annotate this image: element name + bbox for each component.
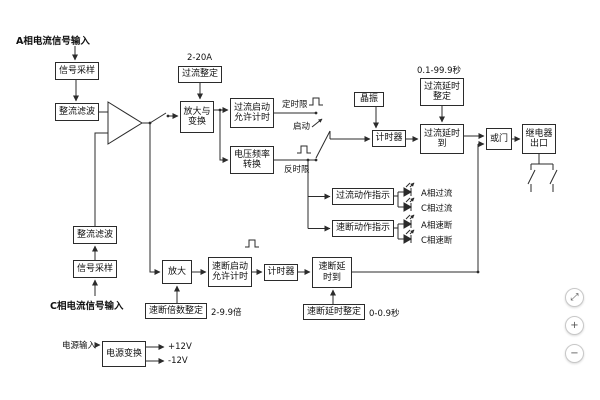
label-qb-delay-range: 0-0.9秒	[369, 309, 400, 319]
expand-icon: ⤢	[570, 292, 579, 303]
floating-zoom-out-button[interactable]: −	[565, 344, 584, 363]
box-relay-outlet: 继电器出口	[522, 124, 556, 154]
zoom-in-icon: +	[570, 320, 579, 331]
label-input-c: C相电流信号输入	[50, 301, 124, 312]
comparator-icon	[107, 101, 143, 145]
box-oc-start-timing: 过流启动允许计时	[230, 98, 274, 128]
led-icon-c-overcurrent	[403, 198, 414, 212]
box-qb-multiple-setting: 速断倍数整定	[145, 303, 207, 319]
led-icon-a-quickbreak	[403, 215, 414, 229]
label-oc-delay-range: 0.1-99.9秒	[417, 66, 462, 76]
led-icon-a-overcurrent	[403, 183, 414, 197]
box-amplifier: 放大	[162, 260, 192, 284]
box-amp-transform: 放大与变换	[180, 101, 214, 133]
led-label-c-quickbreak: C相速断	[421, 236, 453, 246]
label-start: 启动	[293, 122, 311, 132]
box-or-gate: 或门	[486, 128, 512, 150]
label-definite-time: 定时限	[282, 100, 308, 110]
box-timer-overcurrent: 计时器	[372, 130, 406, 147]
pulse-icon-quickbreak	[245, 239, 259, 248]
pulse-icon-inverse	[297, 145, 311, 154]
led-icons	[403, 183, 414, 244]
start-arrow-icon	[311, 118, 323, 128]
box-oc-action-indicator: 过流动作指示	[332, 188, 394, 205]
box-oc-delay-reached: 过流延时到	[420, 124, 464, 154]
led-label-a-quickbreak: A相速断	[421, 221, 453, 231]
led-label-a-overcurrent: A相过流	[421, 189, 453, 199]
label-v-minus: -12V	[168, 356, 188, 366]
label-input-a: A相电流信号输入	[16, 36, 90, 47]
box-qb-delay-reached: 速断延时到	[312, 257, 352, 288]
box-rect-filter-c: 整流滤波	[73, 226, 117, 244]
label-inverse-time: 反时限	[284, 165, 310, 175]
label-power-input: 电源输入	[62, 341, 97, 351]
box-power-convert: 电源变换	[102, 341, 146, 367]
box-vf-convert: 电压频率转换	[230, 146, 274, 174]
pulse-icon-definite	[309, 97, 323, 106]
box-qb-start-timing: 速断启动允许计时	[208, 257, 252, 287]
box-signal-sample-a: 信号采样	[55, 62, 99, 80]
box-oc-delay-setting: 过流延时整定	[420, 78, 464, 106]
label-oc-setting-range: 2-20A	[187, 53, 213, 63]
box-rect-filter-a: 整流滤波	[55, 103, 99, 121]
floating-expand-button[interactable]: ⤢	[565, 288, 584, 307]
box-qb-action-indicator: 速断动作指示	[332, 220, 394, 237]
box-oc-setting: 过流整定	[178, 66, 222, 83]
led-icon-c-quickbreak	[403, 230, 414, 244]
box-crystal: 晶振	[354, 92, 384, 107]
relay-contact-icon	[527, 163, 558, 192]
box-timer-quickbreak: 计时器	[264, 264, 298, 281]
label-v-plus: +12V	[168, 342, 192, 352]
box-qb-delay-setting: 速断延时整定	[303, 304, 365, 320]
floating-zoom-in-button[interactable]: +	[565, 316, 584, 335]
junction-dots	[148, 108, 480, 274]
led-label-c-overcurrent: C相过流	[421, 204, 453, 214]
zoom-out-icon: −	[570, 348, 579, 359]
label-qb-multiple-range: 2-9.9倍	[211, 308, 242, 318]
box-signal-sample-c: 信号采样	[73, 260, 117, 278]
